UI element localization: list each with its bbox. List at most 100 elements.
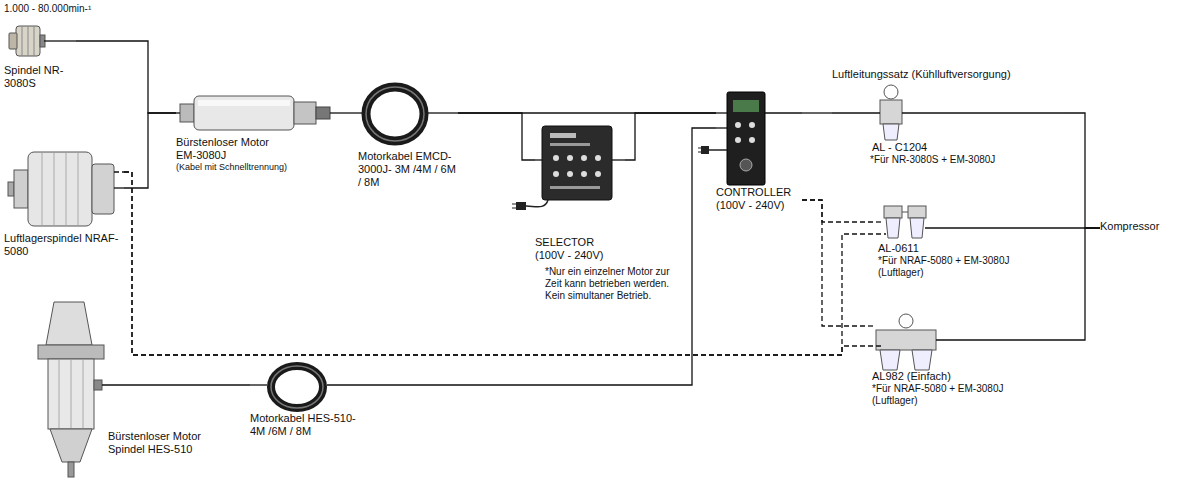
spindle-drawing — [16, 26, 40, 56]
controller-drawing — [727, 92, 765, 185]
selector-drawing — [550, 133, 576, 138]
controller-drawing — [740, 159, 752, 171]
picture-area — [176, 92, 336, 136]
picture-area — [36, 300, 102, 478]
air-bearing-spindle-drawing — [8, 152, 114, 226]
motor-drawing — [194, 96, 294, 130]
cable-coil-drawing — [271, 366, 323, 408]
component-node: Motorkabel HES-510-4M /6M / 8M — [250, 362, 400, 438]
picture-area — [868, 312, 1028, 370]
controller-drawing — [749, 122, 755, 128]
wire-stub — [428, 112, 458, 113]
wire-stub — [327, 384, 400, 385]
selector-drawing — [550, 186, 600, 189]
cable-line — [206, 384, 250, 385]
component-note: *Für NRAF-5080 + EM-3080J (Luftlager) — [868, 383, 1022, 407]
picture-area — [876, 200, 1036, 242]
air-kit-982-drawing — [912, 350, 932, 370]
controller-drawing — [735, 137, 741, 143]
air-kit-0611-drawing — [886, 218, 900, 238]
selector-drawing — [595, 155, 601, 161]
air-kit-0611-drawing — [884, 206, 926, 238]
wire-stub — [44, 40, 76, 41]
picture-area — [716, 90, 802, 186]
air-kit-0611-drawing — [902, 212, 908, 213]
motor-spindle-hes-drawing — [46, 302, 92, 345]
picture-area — [832, 81, 1064, 141]
air-kit-982-drawing — [880, 350, 900, 370]
wire-stub — [936, 339, 1028, 340]
picture-area — [358, 80, 458, 150]
wire-stub — [868, 325, 876, 326]
component-node: SELECTOR (100V - 240V) — [535, 124, 625, 262]
motor-spindle-hes-drawing — [48, 359, 94, 429]
air-bearing-spindle-drawing — [78, 153, 79, 225]
air-bearing-spindle-drawing — [54, 153, 55, 225]
selector-drawing — [567, 171, 573, 177]
air-line — [802, 200, 876, 222]
air-kit-0611-drawing — [910, 218, 924, 238]
controller-drawing — [749, 137, 755, 143]
air-kit-c1204-drawing — [883, 124, 899, 140]
controller-drawing — [735, 122, 741, 128]
motor-drawing — [294, 102, 316, 124]
cable-line — [1064, 113, 1100, 228]
motor-drawing — [316, 107, 330, 119]
wire-stub — [44, 41, 1064, 385]
footnote: *Nur ein einzelner Motor zur Zeit kann b… — [545, 266, 680, 301]
component-note: *Für NR-3080S + EM-3080J — [832, 154, 1064, 166]
motor-spindle-hes-drawing — [38, 302, 104, 477]
component-label: Kompressor — [1100, 220, 1170, 233]
component-node: Bürstenloser Motor EM-3080J(Kabel mit Sc… — [176, 92, 336, 173]
controller-drawing — [698, 148, 701, 149]
selector-drawing — [526, 200, 548, 207]
picture-area — [4, 18, 76, 64]
component-note: (Kabel mit Schnelltrennung) — [176, 162, 336, 173]
component-node: Motorkabel EMCD-3000J- 3M /4M / 6M / 8M — [358, 80, 458, 189]
motor-drawing — [180, 96, 330, 130]
wire-stub — [176, 112, 180, 113]
cable-line — [1028, 228, 1100, 340]
spindle-drawing — [34, 26, 35, 56]
component-note: AL - C1204 — [832, 141, 1064, 154]
cable-coil-drawing — [366, 87, 424, 141]
selector-drawing — [542, 126, 612, 200]
component-label: Bürstenloser Motor Spindel HES-510 — [108, 430, 206, 456]
wire-stub — [876, 233, 886, 234]
spindle-drawing — [22, 26, 23, 56]
controller-drawing — [701, 146, 709, 154]
picture-area — [535, 124, 625, 236]
air-bearing-spindle-drawing — [66, 153, 67, 225]
motor-drawing — [198, 100, 290, 106]
air-kit-982-drawing — [899, 314, 913, 328]
air-kit-0611-drawing — [884, 206, 902, 218]
selector-drawing — [581, 171, 587, 177]
wire-stub — [876, 221, 884, 222]
air-line — [124, 172, 876, 355]
motor-spindle-hes-drawing — [68, 462, 74, 477]
wire-stub — [330, 112, 336, 113]
component-node: AL982 (Einfach)*Für NRAF-5080 + EM-3080J… — [868, 312, 1028, 407]
component-label: Spindel NR-3080S — [4, 64, 76, 90]
wire-stub — [535, 159, 542, 160]
cable-line — [458, 112, 716, 113]
air-bearing-spindle-drawing — [92, 164, 114, 214]
component-label: Motorkabel HES-510-4M /6M / 8M — [250, 412, 368, 438]
air-kit-c1204-drawing — [884, 85, 898, 99]
air-kit-0611-drawing — [908, 206, 926, 218]
text-column: Bürstenloser Motor Spindel HES-510 — [108, 430, 206, 478]
wire-stub — [925, 227, 1036, 228]
air-line — [802, 200, 868, 326]
spindle-drawing — [28, 26, 29, 56]
cable-line — [625, 113, 716, 160]
component-node: Luftlagerspindel NRAF-5080 — [4, 148, 124, 258]
picture-area — [250, 362, 400, 412]
selector-drawing — [553, 155, 559, 161]
air-bearing-spindle-drawing — [14, 170, 28, 208]
picture-area — [4, 148, 124, 232]
wire-stub — [832, 112, 880, 113]
wire-stub — [102, 384, 206, 385]
component-label: Luftleitungssatz (Kühlluftversorgung) — [832, 68, 1064, 81]
wire-stub — [358, 112, 362, 113]
